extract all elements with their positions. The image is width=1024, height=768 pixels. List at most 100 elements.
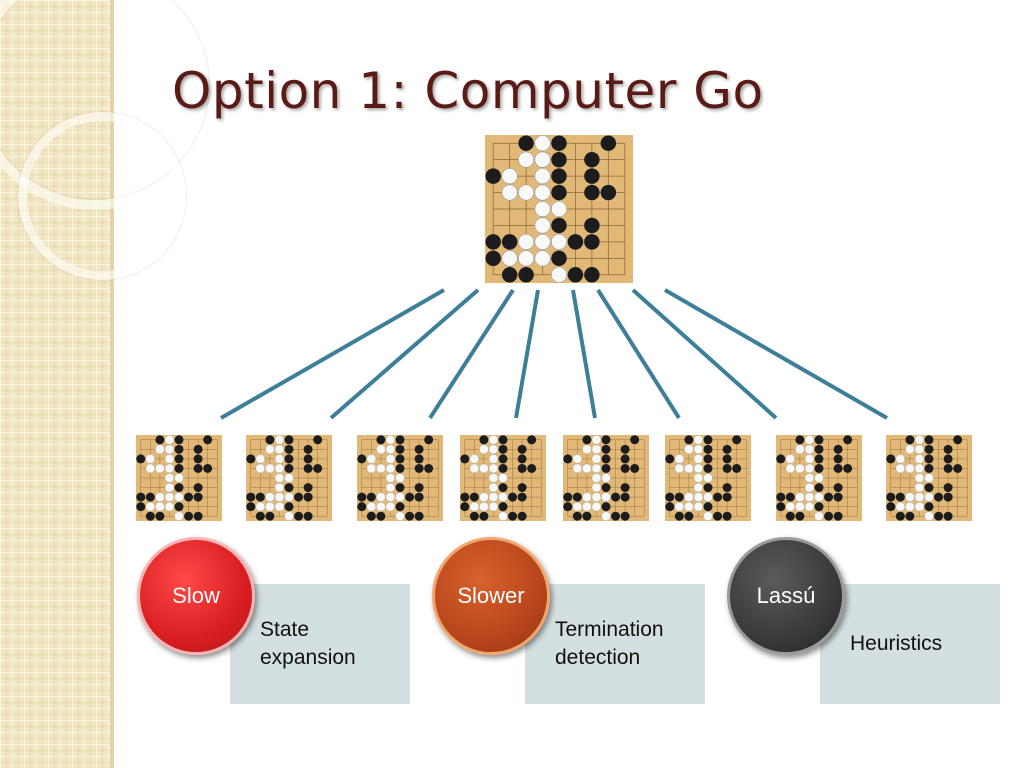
- black-stone: [395, 483, 405, 493]
- black-stone: [303, 492, 313, 502]
- black-stone: [722, 454, 732, 464]
- black-stone: [284, 463, 294, 473]
- white-stone: [145, 463, 155, 474]
- white-stone: [385, 492, 396, 502]
- white-stone: [534, 217, 551, 234]
- black-stone: [732, 435, 742, 445]
- black-stone: [303, 511, 313, 521]
- black-stone: [405, 492, 415, 502]
- white-stone: [376, 463, 386, 474]
- black-stone: [517, 483, 527, 493]
- black-stone: [665, 492, 675, 502]
- black-stone: [313, 435, 323, 445]
- black-stone: [703, 502, 713, 512]
- black-stone: [785, 492, 795, 502]
- black-stone: [665, 502, 675, 512]
- child-board-svg: [460, 435, 546, 521]
- white-stone: [518, 233, 535, 250]
- black-stone: [498, 454, 508, 464]
- white-stone: [518, 151, 535, 168]
- white-stone: [795, 492, 805, 502]
- black-stone: [265, 435, 275, 445]
- white-stone: [376, 502, 386, 512]
- child-go-board: [246, 435, 332, 521]
- white-stone: [914, 435, 925, 445]
- black-stone: [620, 444, 630, 454]
- black-stone: [294, 492, 304, 502]
- white-stone: [785, 454, 795, 464]
- white-stone: [164, 435, 175, 445]
- black-stone: [584, 234, 600, 250]
- black-stone: [924, 463, 934, 473]
- black-stone: [294, 511, 304, 521]
- white-stone: [693, 482, 704, 493]
- black-stone: [395, 502, 405, 512]
- black-stone: [551, 217, 567, 234]
- black-stone: [517, 492, 527, 502]
- white-stone: [785, 463, 795, 474]
- white-stone: [366, 463, 376, 474]
- black-stone: [703, 463, 713, 473]
- white-stone: [488, 444, 499, 454]
- white-stone: [905, 444, 915, 454]
- slow-badge: Slow: [137, 537, 255, 655]
- white-stone: [804, 492, 815, 502]
- black-stone: [600, 135, 617, 151]
- black-stone: [601, 463, 611, 473]
- black-stone: [357, 454, 367, 464]
- white-stone: [265, 492, 275, 502]
- white-stone: [274, 454, 285, 464]
- white-stone: [164, 444, 175, 454]
- black-stone: [155, 511, 165, 521]
- black-stone: [184, 511, 194, 521]
- white-stone: [255, 463, 265, 474]
- black-stone: [833, 483, 843, 493]
- black-stone: [953, 435, 963, 445]
- black-stone: [366, 511, 376, 521]
- child-board-svg: [886, 435, 972, 521]
- white-stone: [534, 168, 551, 185]
- white-stone: [895, 502, 905, 512]
- white-stone: [924, 473, 934, 483]
- white-stone: [155, 492, 165, 502]
- black-stone: [136, 492, 146, 502]
- white-stone: [534, 135, 551, 152]
- termination-detection-line2: detection: [555, 646, 641, 669]
- black-stone: [584, 217, 600, 234]
- white-stone: [164, 502, 175, 512]
- black-stone: [833, 511, 843, 521]
- white-stone: [591, 473, 602, 483]
- black-stone: [479, 511, 489, 521]
- white-stone: [265, 502, 275, 512]
- white-stone: [693, 444, 704, 454]
- black-stone: [886, 502, 896, 512]
- child-go-board: [357, 435, 443, 521]
- black-stone: [193, 492, 203, 502]
- white-stone: [895, 454, 905, 464]
- black-stone: [674, 492, 684, 502]
- black-stone: [600, 184, 617, 201]
- white-stone: [582, 463, 592, 474]
- slide-title: Option 1: Computer Go: [172, 62, 764, 120]
- black-stone: [924, 435, 934, 445]
- white-stone: [591, 435, 602, 445]
- white-stone: [284, 473, 294, 483]
- black-stone: [498, 435, 508, 445]
- connector-line: [220, 288, 445, 420]
- black-stone: [943, 454, 953, 464]
- black-stone: [611, 511, 621, 521]
- black-stone: [498, 502, 508, 512]
- white-stone: [601, 511, 611, 521]
- white-stone: [684, 444, 694, 454]
- decorative-ring-small: [18, 112, 186, 280]
- child-go-board: [460, 435, 546, 521]
- black-stone: [924, 483, 934, 493]
- black-stone: [572, 492, 582, 502]
- connector-line: [631, 288, 778, 420]
- black-stone: [479, 435, 489, 445]
- white-stone: [804, 473, 815, 483]
- black-stone: [357, 502, 367, 512]
- black-stone: [136, 454, 146, 464]
- black-stone: [843, 435, 853, 445]
- black-stone: [620, 454, 630, 464]
